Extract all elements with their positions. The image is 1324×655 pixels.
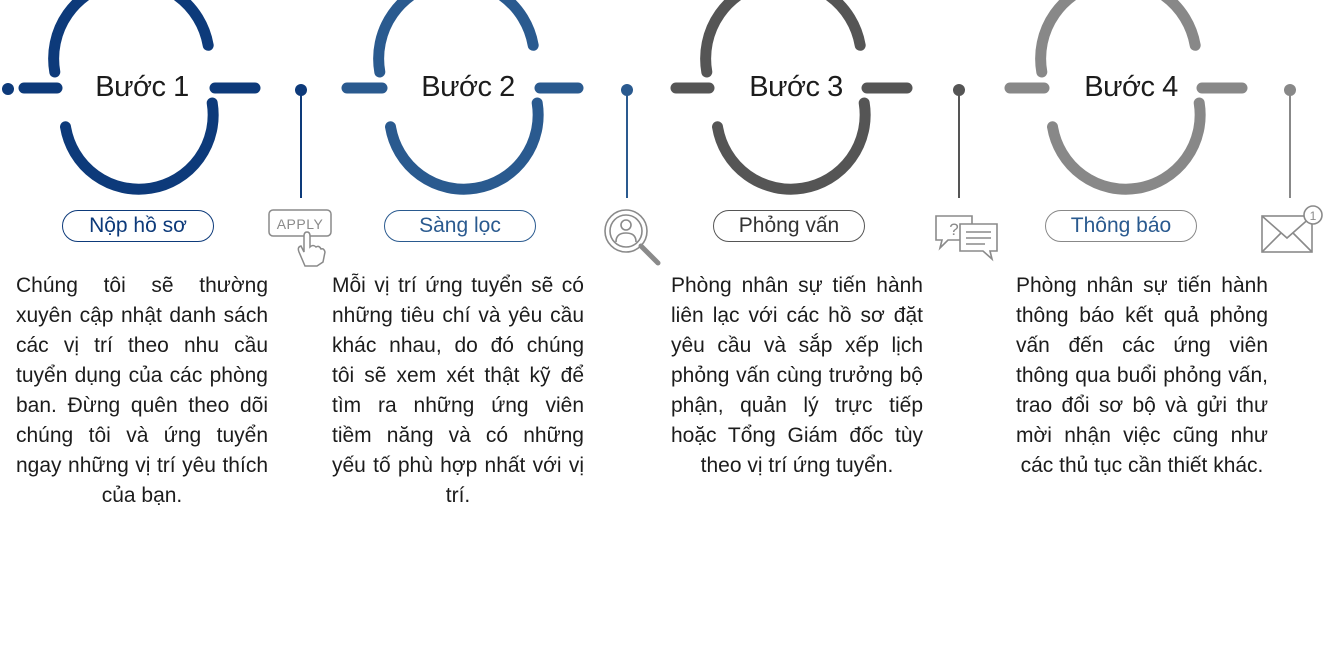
step-4-arc-top: [1035, 0, 1201, 78]
step-1-description: Chúng tôi sẽ thường xuyên cập nhật danh …: [16, 274, 268, 507]
step-4-label: Thông báo: [1045, 210, 1197, 242]
pin-1: [295, 84, 307, 198]
envelope-notification-icon: 1: [1261, 205, 1323, 253]
step-4-ring: [1004, 0, 1248, 195]
step-1-label: Nộp hồ sơ: [62, 210, 214, 242]
step-2-label: Sàng lọc: [384, 210, 536, 242]
step-3-arc-bottom: [712, 97, 871, 195]
step-4-arc-bottom: [1047, 97, 1206, 195]
step-3-label: Phỏng vấn: [713, 210, 865, 242]
step-4-description: Phòng nhân sự tiến hành thông báo kết qu…: [1016, 274, 1268, 477]
chat-question-icon: ?: [935, 215, 998, 262]
pin-3: [953, 84, 965, 198]
apply-icon-text: APPLY: [277, 216, 324, 232]
envelope-icon-badge: 1: [1310, 209, 1317, 223]
step-1-arc-bottom: [60, 97, 219, 195]
pin-4: [1284, 84, 1296, 198]
step-1-arc-top: [48, 0, 214, 78]
step-3-description: Phòng nhân sự tiến hành liên lạc với các…: [671, 274, 923, 477]
step-1-title: Bước 1: [95, 71, 189, 103]
pin-2: [621, 84, 633, 198]
chat-icon-text: ?: [949, 220, 958, 239]
step-1-ring: [18, 0, 261, 195]
start-dot: [2, 83, 14, 95]
step-2-ring: [341, 0, 584, 195]
step-4-title: Bước 4: [1084, 71, 1178, 103]
step-2-title: Bước 2: [421, 71, 515, 103]
magnifier-person-icon: [604, 209, 661, 266]
step-3-ring: [670, 0, 913, 195]
step-3-arc-top: [700, 0, 866, 78]
apply-button-icon: APPLY: [268, 209, 332, 267]
step-2-description: Mỗi vị trí ứng tuyển sẽ có những tiêu ch…: [332, 274, 584, 507]
step-2-arc-top: [373, 0, 539, 78]
step-3-title: Bước 3: [749, 71, 843, 103]
step-2-arc-bottom: [385, 97, 544, 195]
